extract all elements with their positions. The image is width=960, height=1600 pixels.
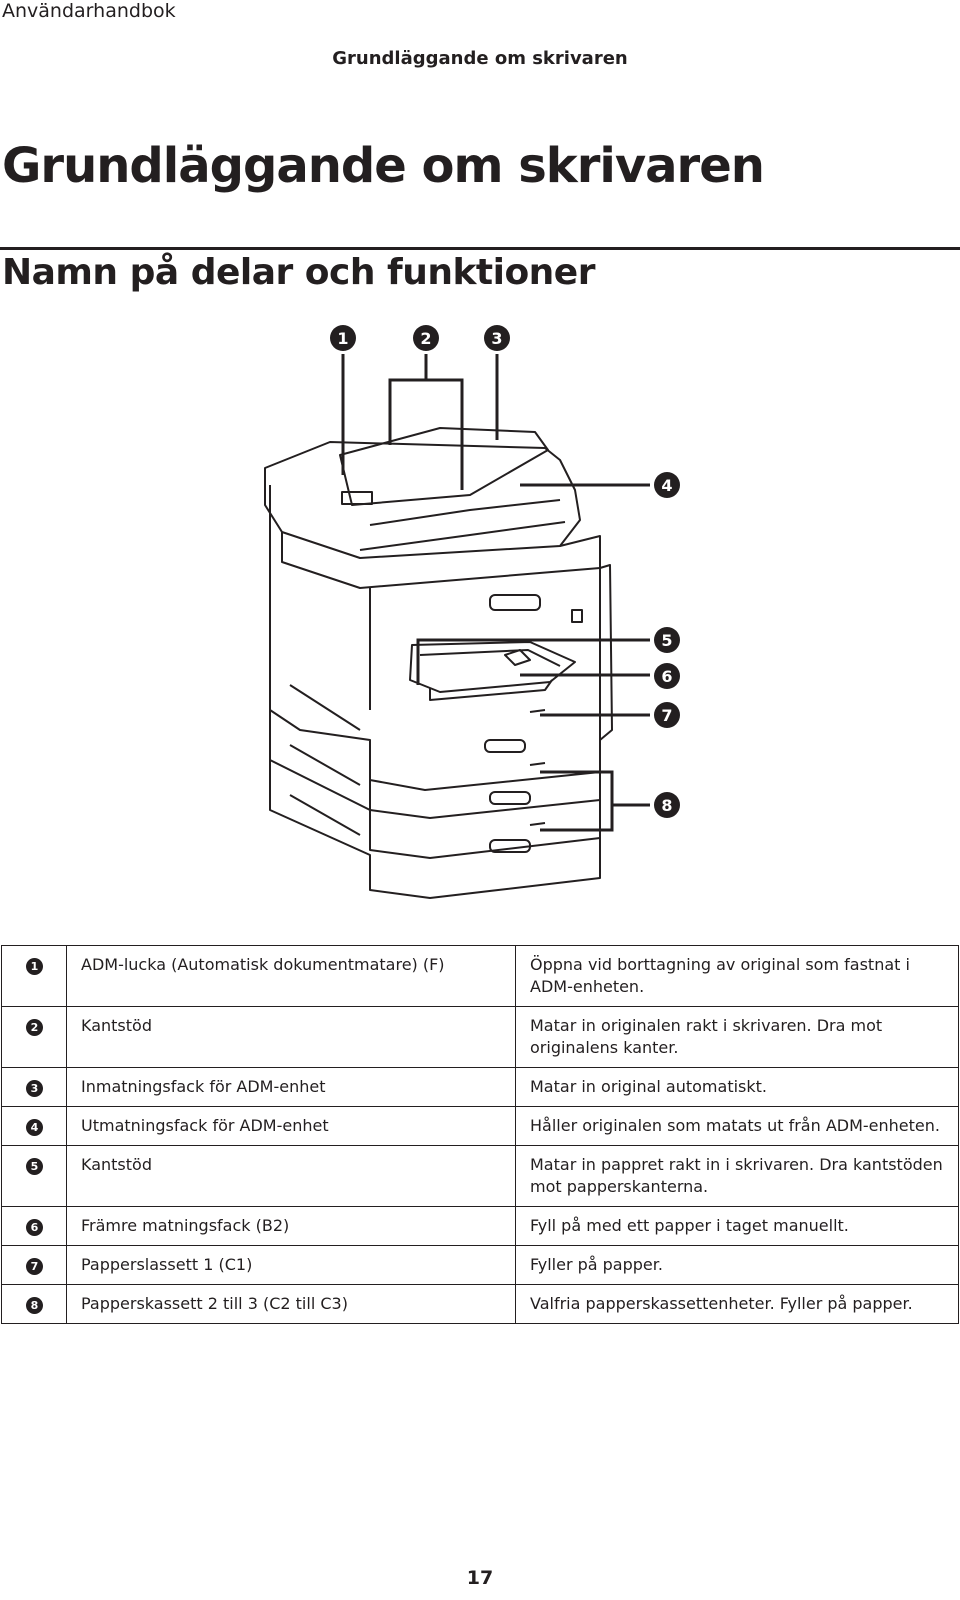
part-number-badge: 5 [26, 1158, 43, 1175]
callout-2: 2 [420, 329, 431, 348]
callout-7: 7 [661, 706, 672, 725]
part-number-badge: 8 [26, 1297, 43, 1314]
adf-lid [264, 441, 581, 559]
part-description: Matar in pappret rakt in i skrivaren. Dr… [515, 1145, 959, 1207]
part-number-badge: 6 [26, 1219, 43, 1236]
front-handle [489, 594, 541, 611]
part-name: ADM-lucka (Automatisk dokumentmatare) (F… [66, 945, 516, 1007]
part-number-badge: 3 [26, 1080, 43, 1097]
parts-table: 1 ADM-lucka (Automatisk dokumentmatare) (… [1, 945, 959, 1324]
heading-rule [0, 247, 960, 250]
callout-6: 6 [661, 667, 672, 686]
printer-illustration: 1 2 3 4 5 6 7 8 [264, 325, 680, 899]
part-name: Kantstöd [66, 1006, 516, 1068]
document-title: Användarhandbok [2, 0, 176, 22]
main-body [269, 485, 601, 791]
table-row: 1 ADM-lucka (Automatisk dokumentmatare) (… [1, 945, 959, 1007]
part-number-badge: 4 [26, 1119, 43, 1136]
running-section-title: Grundläggande om skrivaren [332, 48, 628, 69]
part-name: Främre matningsfack (B2) [66, 1206, 516, 1246]
table-row: 7 Papperslassett 1 (C1)Fyller på papper. [1, 1245, 959, 1285]
part-description: Fyll på med ett papper i taget manuellt. [515, 1206, 959, 1246]
part-number-badge: 7 [26, 1258, 43, 1275]
callout-badges: 1 2 3 4 5 6 7 8 [330, 325, 680, 818]
part-name: Papperslassett 1 (C1) [66, 1245, 516, 1285]
part-name: Utmatningsfack för ADM-enhet [66, 1106, 516, 1146]
part-description: Matar in originalen rakt i skrivaren. Dr… [515, 1006, 959, 1068]
part-number-badge: 1 [26, 958, 43, 975]
table-row: 6 Främre matningsfack (B2)Fyll på med ett… [1, 1206, 959, 1246]
part-description: Öppna vid borttagning av original som fa… [515, 945, 959, 1007]
paper-cassette-3 [269, 760, 601, 899]
callout-3: 3 [491, 329, 502, 348]
section-heading: Namn på delar och funktioner [2, 252, 595, 293]
part-number-badge: 2 [26, 1019, 43, 1036]
table-row: 8 Papperskassett 2 till 3 (C2 till C3)Val… [1, 1284, 959, 1324]
page-number: 17 [466, 1567, 494, 1589]
part-description: Matar in original automatiskt. [515, 1067, 959, 1107]
part-name: Kantstöd [66, 1145, 516, 1207]
chapter-heading: Grundläggande om skrivaren [2, 138, 765, 194]
adf-latch [341, 491, 373, 505]
part-description: Fyller på papper. [515, 1245, 959, 1285]
paper-cassette-1 [369, 772, 601, 819]
callout-8: 8 [661, 796, 672, 815]
part-description: Håller originalen som matats ut från ADM… [515, 1106, 959, 1146]
front-feed-tray [409, 641, 576, 693]
part-description: Valfria papperskassettenheter. Fyller på… [515, 1284, 959, 1324]
callout-4: 4 [661, 476, 672, 495]
part-name: Papperskassett 2 till 3 (C2 till C3) [66, 1284, 516, 1324]
callout-5: 5 [661, 631, 672, 650]
callout-1: 1 [337, 329, 348, 348]
part-name: Inmatningsfack för ADM-enhet [66, 1067, 516, 1107]
